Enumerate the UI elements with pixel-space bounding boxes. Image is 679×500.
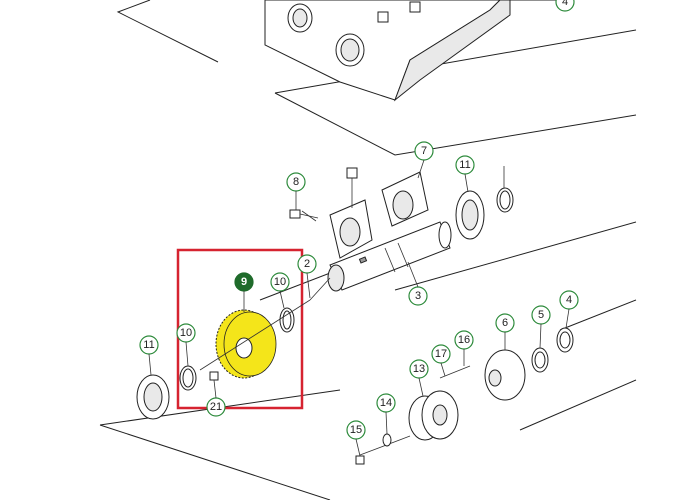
svg-text:21: 21 (210, 401, 222, 413)
svg-text:13: 13 (413, 363, 425, 375)
gear-part[interactable] (215, 309, 277, 379)
svg-text:15: 15 (350, 424, 362, 436)
callout-4-right[interactable]: 4 (559, 290, 579, 310)
bearing-left (136, 374, 170, 420)
svg-text:4: 4 (566, 294, 572, 306)
svg-text:3: 3 (415, 290, 421, 302)
callout-17[interactable]: 17 (431, 344, 451, 364)
svg-text:17: 17 (435, 348, 447, 360)
callout-13[interactable]: 13 (409, 359, 429, 379)
callout-21[interactable]: 21 (206, 397, 226, 417)
callout-15[interactable]: 15 (346, 420, 366, 440)
housing-block (264, 0, 511, 102)
svg-text:16: 16 (458, 334, 470, 346)
svg-text:10: 10 (274, 276, 286, 288)
svg-text:4: 4 (562, 0, 568, 8)
main-shaft (309, 221, 452, 301)
svg-text:11: 11 (459, 159, 470, 171)
svg-text:14: 14 (380, 397, 392, 409)
callout-3[interactable]: 3 (408, 286, 428, 306)
callout-2[interactable]: 2 (297, 254, 317, 274)
callout-11-left[interactable]: 11 (139, 335, 159, 355)
svg-text:5: 5 (538, 309, 544, 321)
gear-shaft-parts (179, 299, 311, 391)
callout-14[interactable]: 14 (376, 393, 396, 413)
callout-4[interactable]: 4 (555, 0, 575, 12)
callout-10-left[interactable]: 10 (176, 323, 196, 343)
svg-text:8: 8 (293, 176, 299, 188)
svg-text:11: 11 (143, 339, 154, 351)
bearing-blocks (329, 171, 429, 259)
svg-text:10: 10 (180, 327, 192, 339)
callout-9-selected[interactable]: 9 (234, 272, 254, 292)
callouts: 4 7 11 8 2 3 9 10 11 10 21 6 5 4 16 17 1… (139, 0, 579, 440)
svg-text:9: 9 (241, 276, 247, 288)
svg-text:7: 7 (421, 145, 427, 157)
pulley (355, 390, 459, 465)
callout-11[interactable]: 11 (455, 155, 475, 175)
callout-6[interactable]: 6 (495, 313, 515, 333)
callout-8[interactable]: 8 (286, 172, 306, 192)
bearing-right (455, 187, 514, 240)
flange-assembly (439, 327, 574, 401)
svg-text:6: 6 (502, 317, 508, 329)
callout-10[interactable]: 10 (270, 272, 290, 292)
svg-text:2: 2 (304, 258, 310, 270)
screws (289, 167, 358, 222)
leader-lines (148, 159, 570, 457)
callout-16[interactable]: 16 (454, 330, 474, 350)
callout-7[interactable]: 7 (414, 141, 434, 161)
callout-5[interactable]: 5 (531, 305, 551, 325)
